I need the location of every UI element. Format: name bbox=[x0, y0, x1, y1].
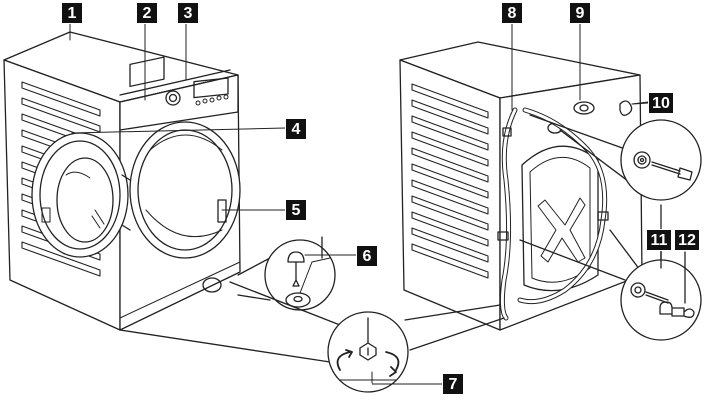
callout-leaders bbox=[69, 21, 649, 384]
detail-adjustable-foot bbox=[119, 281, 505, 393]
panel-buttons bbox=[195, 94, 229, 106]
hose-holder-top bbox=[502, 127, 512, 137]
open-door bbox=[31, 132, 131, 258]
detail-transit-bolt-lower bbox=[519, 229, 702, 341]
rotate-arrow-left bbox=[336, 351, 351, 371]
inlet-valve bbox=[573, 101, 595, 115]
door-latch-hole bbox=[217, 199, 227, 223]
callout-8: 8 bbox=[501, 2, 523, 24]
front-machine bbox=[3, 31, 241, 331]
callout-9: 9 bbox=[569, 2, 591, 24]
detail-small-parts bbox=[237, 236, 336, 311]
detergent-drawer bbox=[129, 56, 165, 88]
pump-filter-cover bbox=[202, 277, 222, 293]
programme-knob bbox=[165, 90, 181, 106]
hose-clip-left bbox=[497, 231, 509, 241]
rear-machine bbox=[399, 41, 649, 331]
rear-side-vents bbox=[411, 83, 489, 279]
hose-clip-right bbox=[597, 211, 609, 221]
display-panel bbox=[193, 77, 229, 99]
rotate-arrow-right bbox=[385, 351, 400, 371]
callout-4: 4 bbox=[285, 118, 307, 140]
callout-3: 3 bbox=[177, 2, 199, 24]
callout-10: 10 bbox=[648, 92, 674, 114]
callout-1: 1 bbox=[61, 2, 83, 24]
callout-12: 12 bbox=[674, 229, 700, 251]
callout-7: 7 bbox=[442, 373, 464, 395]
callout-5: 5 bbox=[285, 199, 307, 221]
callout-2: 2 bbox=[136, 2, 158, 24]
door-seal bbox=[129, 121, 241, 259]
callout-6: 6 bbox=[356, 245, 378, 267]
top-edge bbox=[119, 69, 231, 96]
water-inlet-fitting bbox=[619, 100, 633, 116]
plastic-caps bbox=[659, 301, 695, 318]
detail-transit-bolt-upper bbox=[529, 114, 702, 291]
callout-11: 11 bbox=[646, 229, 672, 251]
